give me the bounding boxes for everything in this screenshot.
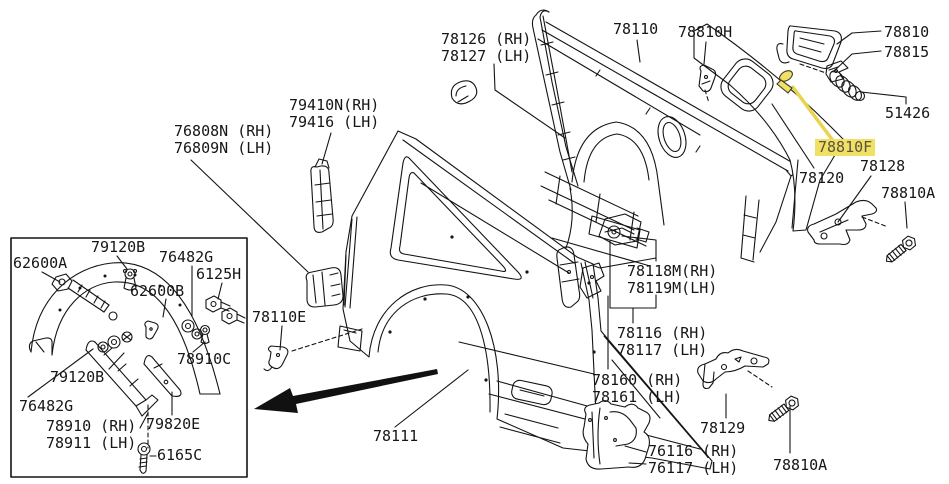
part-label-78815[interactable]: 78815 — [884, 43, 930, 61]
mud-guard-drawing — [582, 400, 651, 470]
fuel-lid-drawing — [776, 25, 842, 69]
rear-protector-79820E-drawing — [143, 355, 182, 397]
part-label-78110E[interactable]: 78110E — [252, 308, 307, 326]
part-label-78810H[interactable]: 78810H — [678, 23, 733, 41]
part-label-78810[interactable]: 78810 — [884, 23, 930, 41]
highlighted-part-78810F[interactable] — [776, 68, 836, 144]
part-label-51426[interactable]: 51426 — [885, 104, 931, 122]
part-label-6165C[interactable]: 6165C — [157, 446, 203, 464]
clip-78110E-drawing — [263, 345, 289, 372]
pointer-arrow — [254, 369, 438, 413]
bracket-76808N-drawing — [305, 267, 344, 308]
inset-fasteners-drawing — [51, 268, 246, 474]
strip-79410N-drawing — [310, 158, 334, 233]
part-label-76808N-76809N[interactable]: 76808N (RH)76809N (LH) — [174, 122, 274, 157]
part-label-78810F-highlighted[interactable]: 78810F — [815, 139, 876, 156]
part-label-78120[interactable]: 78120 — [799, 169, 845, 187]
part-label-78160-78161[interactable]: 78160 (RH)78161 (LH) — [592, 371, 683, 406]
screw-78810A-bottom-drawing — [768, 395, 799, 422]
part-label-79410N-79416[interactable]: 79410N(RH)79416 (LH) — [289, 96, 380, 131]
part-label-78128[interactable]: 78128 — [860, 157, 906, 175]
bracket-78128-drawing — [807, 199, 878, 246]
bracket-78129-drawing — [697, 348, 770, 390]
latch-parts-drawing — [556, 213, 650, 308]
part-label-78810A-bottom[interactable]: 78810A — [773, 456, 828, 474]
part-label-78118M-78119M[interactable]: 78118M(RH)78119M(LH) — [627, 262, 718, 297]
part-label-78910-78911[interactable]: 78910 (RH)78911 (LH) — [46, 417, 137, 452]
part-label-78116-78117[interactable]: 78116 (RH)78117 (LH) — [617, 324, 708, 359]
inset-box — [10, 237, 248, 478]
spring-51426-drawing — [829, 70, 866, 102]
part-label-79820E[interactable]: 79820E — [146, 415, 201, 433]
part-label-76482G-top[interactable]: 76482G — [159, 248, 214, 266]
rear-outer-section-drawing — [693, 23, 845, 232]
part-label-76116-76117[interactable]: 76116 (RH)76117 (LH) — [648, 442, 739, 477]
part-label-78910C[interactable]: 78910C — [177, 350, 232, 368]
part-label-6125H[interactable]: 6125H — [196, 265, 242, 283]
part-label-78129[interactable]: 78129 — [700, 419, 746, 437]
part-label-76482G-bottom[interactable]: 76482G — [19, 397, 74, 415]
leader-lines — [27, 30, 908, 465]
part-label-62600A[interactable]: 62600A — [13, 254, 68, 272]
part-label-78810A-top[interactable]: 78810A — [881, 184, 936, 202]
part-label-62600B[interactable]: 62600B — [130, 282, 185, 300]
part-label-79120B-bottom[interactable]: 79120B — [50, 368, 105, 386]
part-label-78111[interactable]: 78111 — [373, 427, 419, 445]
clip-78810H-drawing — [698, 64, 717, 93]
part-label-78110[interactable]: 78110 — [613, 20, 659, 38]
screw-78810A-top-drawing — [885, 235, 917, 263]
dashed-lines — [147, 63, 889, 449]
part-label-79120B-top[interactable]: 79120B — [91, 238, 146, 256]
part-label-78126-78127[interactable]: 78126 (RH)78127 (LH) — [441, 30, 532, 65]
